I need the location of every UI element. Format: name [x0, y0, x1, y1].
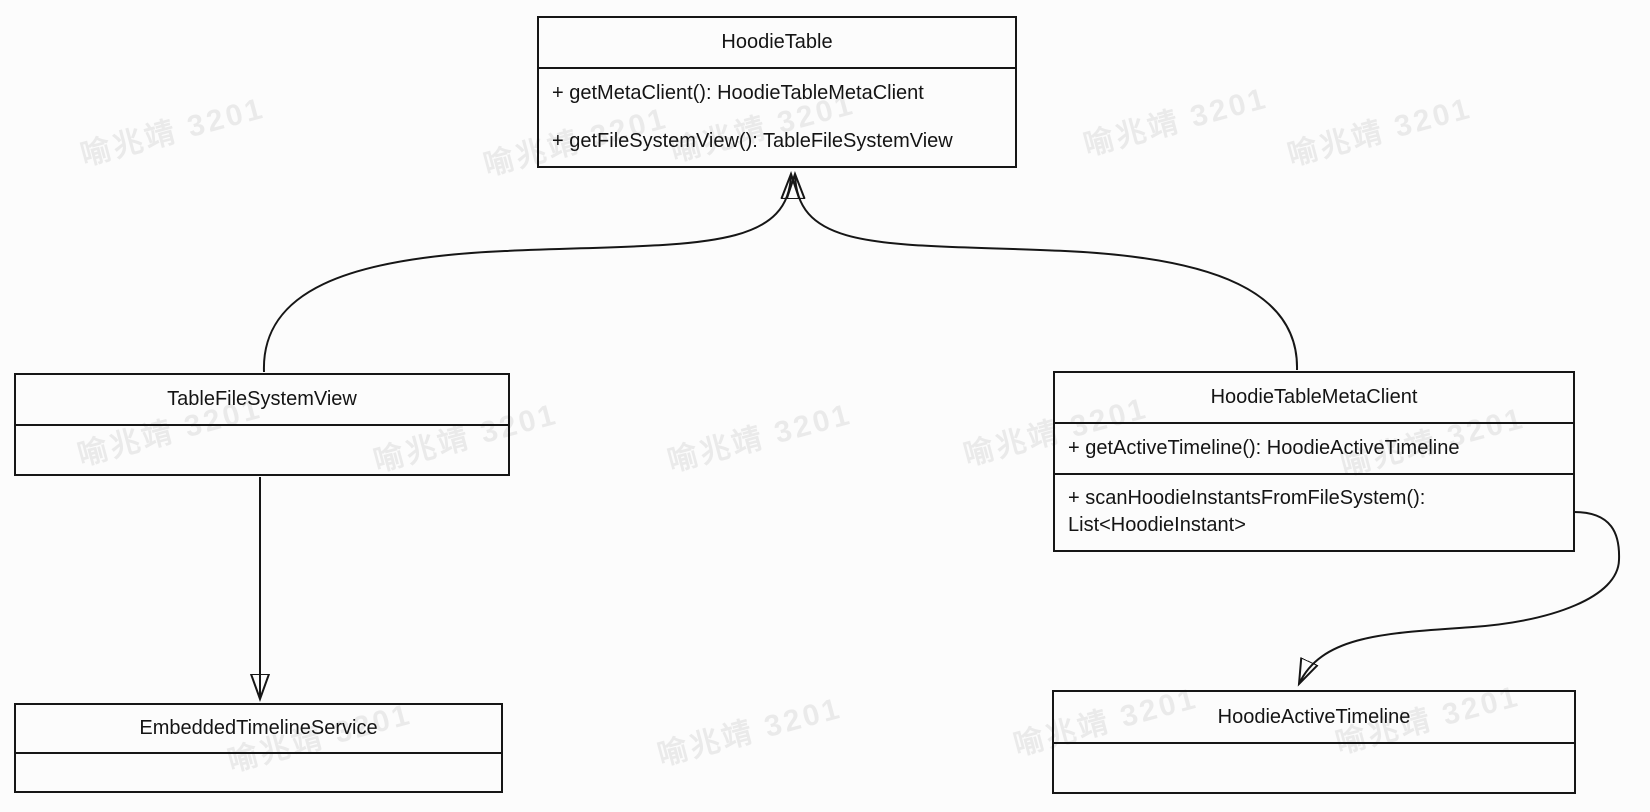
class-title: HoodieTable — [539, 18, 1015, 69]
class-hoodie-table: HoodieTable + getMetaClient(): HoodieTab… — [537, 16, 1017, 168]
watermark-text: 喻兆靖 3201 — [654, 691, 846, 773]
empty-compartment — [16, 426, 508, 474]
class-hoodie-active-timeline: HoodieActiveTimeline — [1052, 690, 1576, 794]
method-get-file-system-view: + getFileSystemView(): TableFileSystemVi… — [552, 129, 953, 152]
class-hoodie-table-meta-client: HoodieTableMetaClient + getActiveTimelin… — [1053, 371, 1575, 552]
class-title: HoodieActiveTimeline — [1054, 692, 1574, 744]
watermark-text: 喻兆靖 3201 — [77, 91, 269, 173]
method-get-meta-client: + getMetaClient(): HoodieTableMetaClient — [552, 82, 924, 104]
methods-compartment: + getMetaClient(): HoodieTableMetaClient… — [539, 69, 1015, 165]
class-title: EmbeddedTimelineService — [16, 705, 501, 754]
watermark-text: 喻兆靖 3201 — [664, 397, 856, 479]
method-get-active-timeline: + getActiveTimeline(): HoodieActiveTimel… — [1068, 437, 1460, 459]
empty-compartment — [1054, 744, 1574, 792]
watermark-text: 喻兆靖 3201 — [1284, 91, 1476, 173]
watermark-text: 喻兆靖 3201 — [1080, 81, 1272, 163]
class-embedded-timeline-service: EmbeddedTimelineService — [14, 703, 503, 793]
method-scan-hoodie-instants: + scanHoodieInstantsFromFileSystem(): Li… — [1055, 473, 1573, 550]
class-title: HoodieTableMetaClient — [1055, 373, 1573, 424]
relation-hoodietablemetaclient-to-hoodietable — [795, 174, 1299, 371]
class-title: TableFileSystemView — [16, 375, 508, 426]
empty-compartment — [16, 754, 501, 791]
relation-tablefilesystemview-to-hoodietable — [262, 174, 791, 373]
class-table-file-system-view: TableFileSystemView — [14, 373, 510, 476]
